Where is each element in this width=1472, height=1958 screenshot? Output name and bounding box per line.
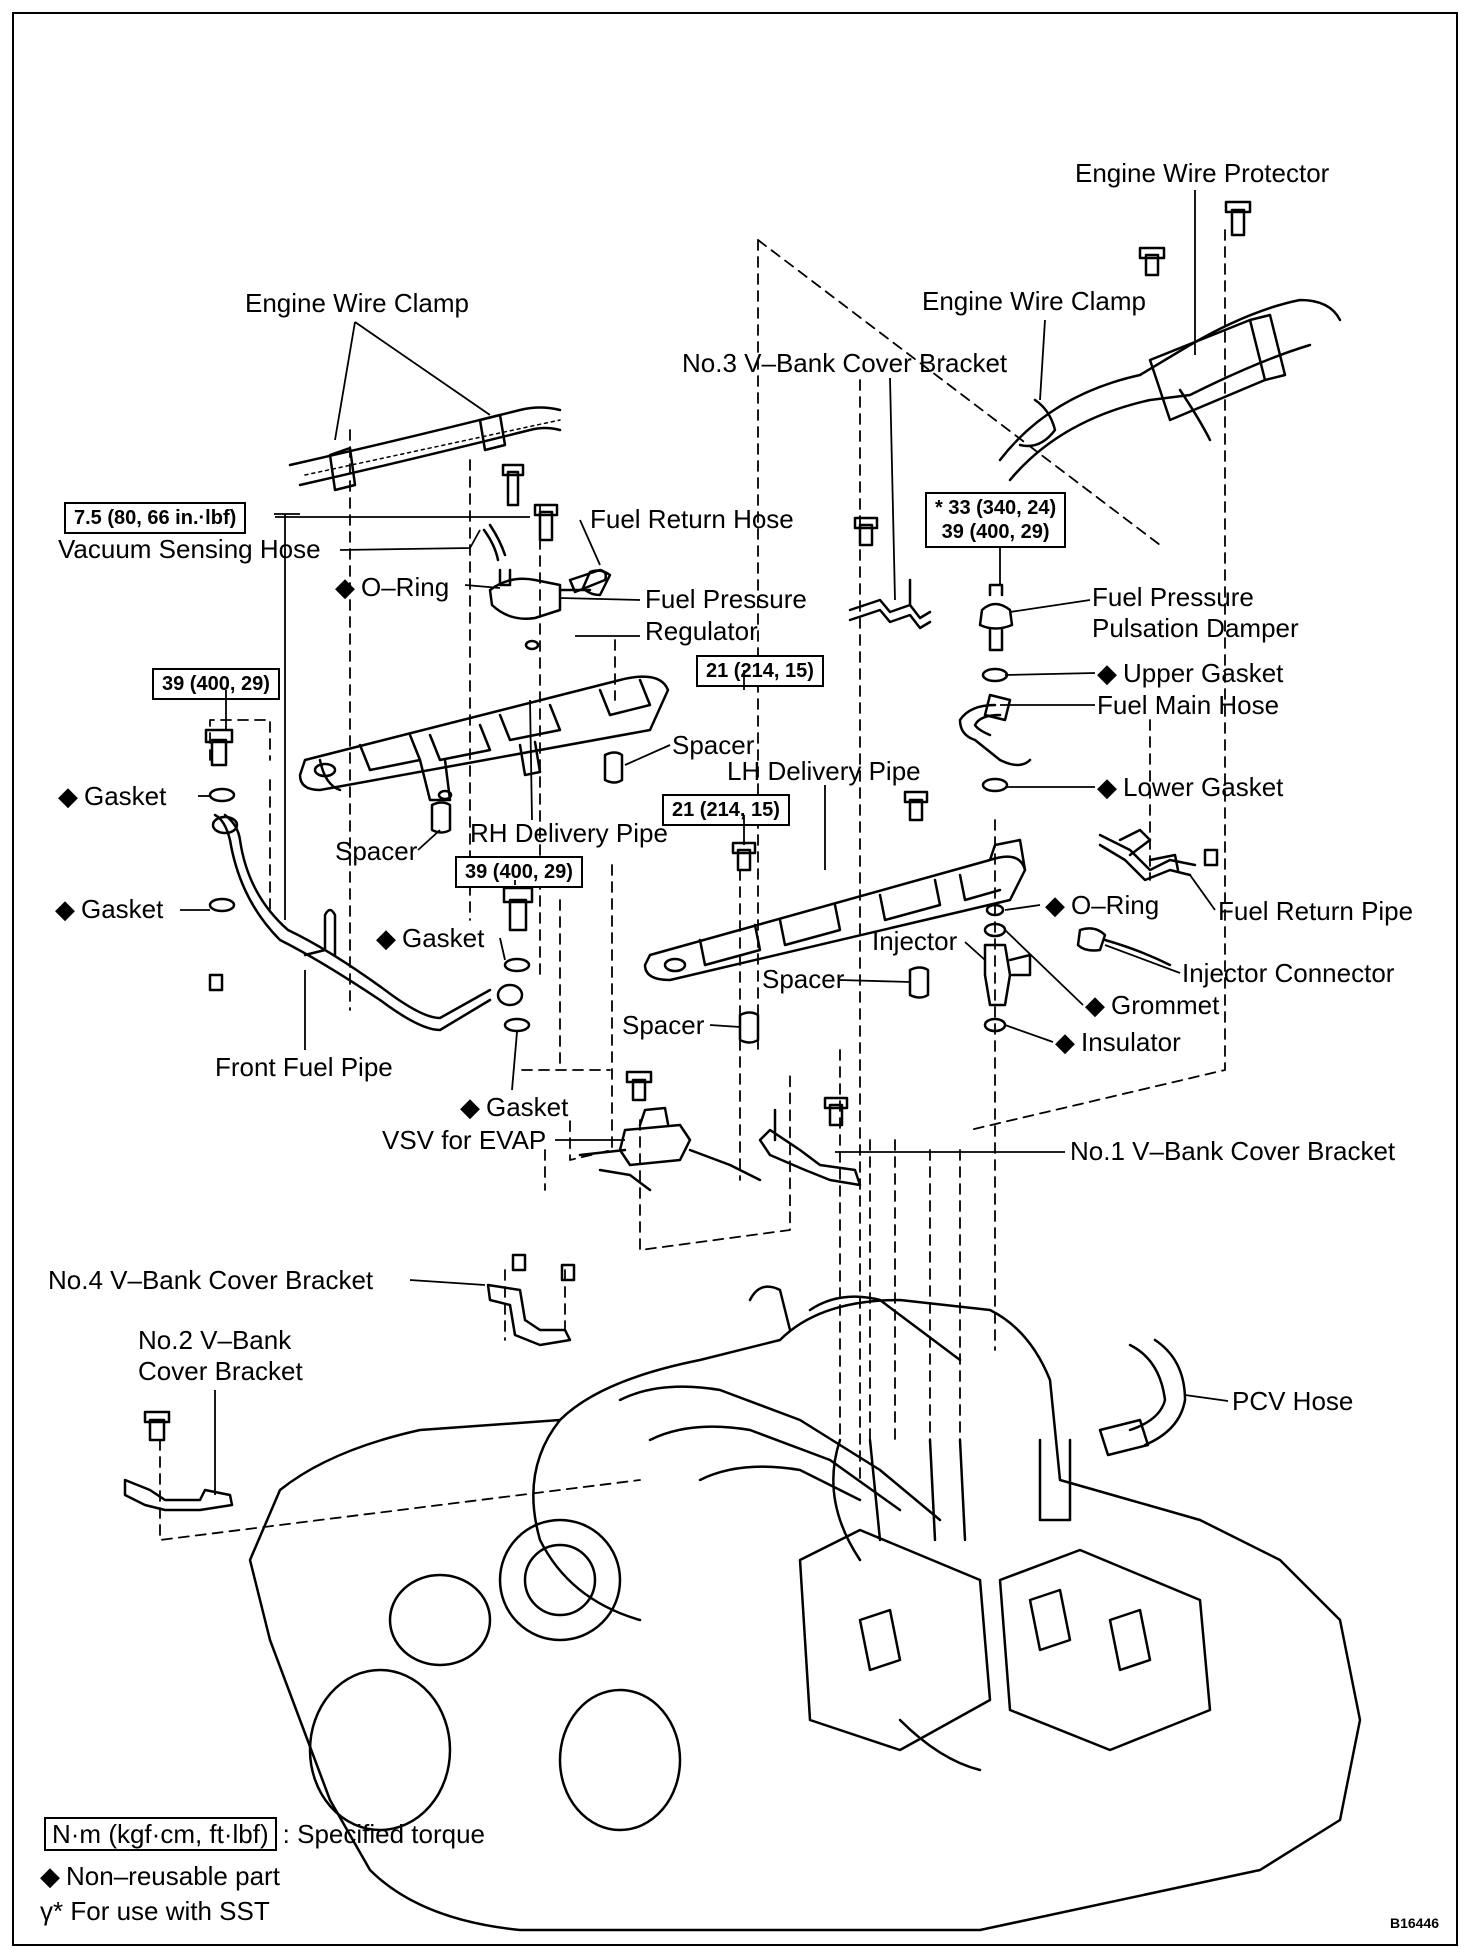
torque-value: 39 (400, 29) (465, 861, 573, 883)
torque-box-33-39: * 33 (340, 24) 39 (400, 29) (925, 492, 1067, 548)
rh-delivery-pipe-part (298, 675, 670, 802)
label-no2-v-bank-1: No.2 V–Bank (138, 1325, 292, 1355)
label-front-fuel-pipe: Front Fuel Pipe (215, 1052, 393, 1082)
torque-box-39-middle: 39 (400, 29) (455, 856, 583, 888)
legend-torque: N·m (kgf·cm, ft·lbf): Specified torque (44, 1817, 486, 1851)
no1-bracket-part (758, 1108, 862, 1187)
figure-code: B16446 (1390, 1915, 1440, 1931)
torque-value: 39 (400, 29) (941, 521, 1050, 543)
engine-wire-protector-part (998, 298, 1342, 482)
front-fuel-pipe-part (211, 813, 524, 1032)
label-gasket-1: Gasket (58, 781, 166, 811)
label-vacuum-sensing-hose: Vacuum Sensing Hose (58, 534, 321, 564)
legend-sst-desc: For use with SST (70, 1896, 270, 1926)
fuel-return-hose-part (568, 568, 608, 594)
label-lower-gasket: Lower Gasket (1097, 772, 1283, 802)
label-engine-wire-clamp-left: Engine Wire Clamp (245, 288, 469, 318)
label-o-ring-right: O–Ring (1045, 890, 1159, 920)
label-o-ring-left: O–Ring (335, 572, 449, 602)
label-injector: Injector (872, 926, 958, 956)
engine-wire-clamp-left-part (288, 406, 562, 492)
torque-box-21-upper: 21 (214, 15) (696, 655, 824, 687)
label-pulsation-damper-1: Fuel Pressure (1092, 582, 1254, 612)
no4-bracket-part (486, 1283, 572, 1347)
label-injector-connector: Injector Connector (1182, 958, 1395, 988)
legend-unit-box: N·m (kgf·cm, ft·lbf) (44, 1817, 277, 1851)
label-fuel-pressure-regulator-2: Regulator (645, 616, 758, 646)
torque-box-21-middle: 21 (214, 15) (662, 794, 790, 826)
vsv-evap-part (578, 1106, 762, 1192)
torque-value: * 33 (340, 24) (935, 497, 1057, 519)
label-spacer-1: Spacer (672, 730, 755, 760)
label-gasket-4: Gasket (460, 1092, 568, 1122)
spacers (430, 751, 930, 1044)
fuel-pressure-regulator-part (482, 523, 612, 651)
label-no1-v-bank-cover-bracket: No.1 V–Bank Cover Bracket (1070, 1136, 1396, 1166)
label-fuel-return-hose: Fuel Return Hose (590, 504, 794, 534)
legend-sst: γ* For use with SST (40, 1895, 270, 1927)
engine-block-part (248, 1285, 1362, 1932)
injector-part (983, 943, 1032, 1007)
label-spacer-4: Spacer (622, 1010, 705, 1040)
torque-box-7-5: 7.5 (80, 66 in.·lbf) (64, 502, 247, 534)
label-no2-v-bank-2: Cover Bracket (138, 1356, 303, 1386)
legend-sst-symbol: γ* (40, 1896, 64, 1926)
legend-non-reusable: Non–reusable part (40, 1860, 280, 1892)
label-gasket-2: Gasket (55, 894, 163, 924)
label-pcv-hose: PCV Hose (1232, 1386, 1354, 1416)
fuel-return-pipe-part (1098, 828, 1197, 882)
label-fuel-pressure-regulator-1: Fuel Pressure (645, 584, 807, 614)
label-vsv-for-evap: VSV for EVAP (382, 1125, 547, 1155)
label-fuel-main-hose: Fuel Main Hose (1097, 690, 1280, 720)
torque-value: 21 (214, 15) (672, 799, 780, 821)
label-engine-wire-clamp-right: Engine Wire Clamp (922, 286, 1146, 316)
label-insulator: Insulator (1055, 1027, 1181, 1057)
label-rh-delivery-pipe: RH Delivery Pipe (470, 818, 668, 848)
label-upper-gasket: Upper Gasket (1097, 658, 1283, 688)
torque-value: 39 (400, 29) (162, 673, 270, 695)
injector-connector-part (1076, 927, 1172, 967)
label-grommet: Grommet (1085, 990, 1219, 1020)
label-no3-v-bank-cover-bracket: No.3 V–Bank Cover Bracket (682, 348, 1008, 378)
fuel-main-hose-part (958, 693, 1032, 767)
torque-box-39-left: 39 (400, 29) (152, 668, 280, 700)
label-pulsation-damper-2: Pulsation Damper (1092, 613, 1299, 643)
pcv-hose-part (1098, 1338, 1187, 1457)
label-no4-v-bank-cover-bracket: No.4 V–Bank Cover Bracket (48, 1265, 374, 1295)
no3-bracket-part (848, 578, 932, 630)
fuel-pressure-pulsation-damper-part (978, 583, 1014, 652)
label-lh-delivery-pipe: LH Delivery Pipe (727, 756, 921, 786)
label-spacer-2: Spacer (335, 836, 418, 866)
label-engine-wire-protector: Engine Wire Protector (1075, 158, 1330, 188)
diagram-frame (12, 12, 1458, 1946)
label-fuel-return-pipe: Fuel Return Pipe (1218, 896, 1414, 926)
torque-value: 7.5 (80, 66 in.·lbf) (74, 507, 237, 529)
no2-bracket-part (123, 1478, 234, 1512)
label-gasket-3: Gasket (376, 923, 484, 953)
legend-unit-desc: : Specified torque (282, 1819, 486, 1849)
label-spacer-3: Spacer (762, 964, 845, 994)
torque-value: 21 (214, 15) (706, 660, 814, 682)
lh-delivery-pipe-part (643, 838, 1027, 982)
bolts (143, 200, 1252, 1442)
